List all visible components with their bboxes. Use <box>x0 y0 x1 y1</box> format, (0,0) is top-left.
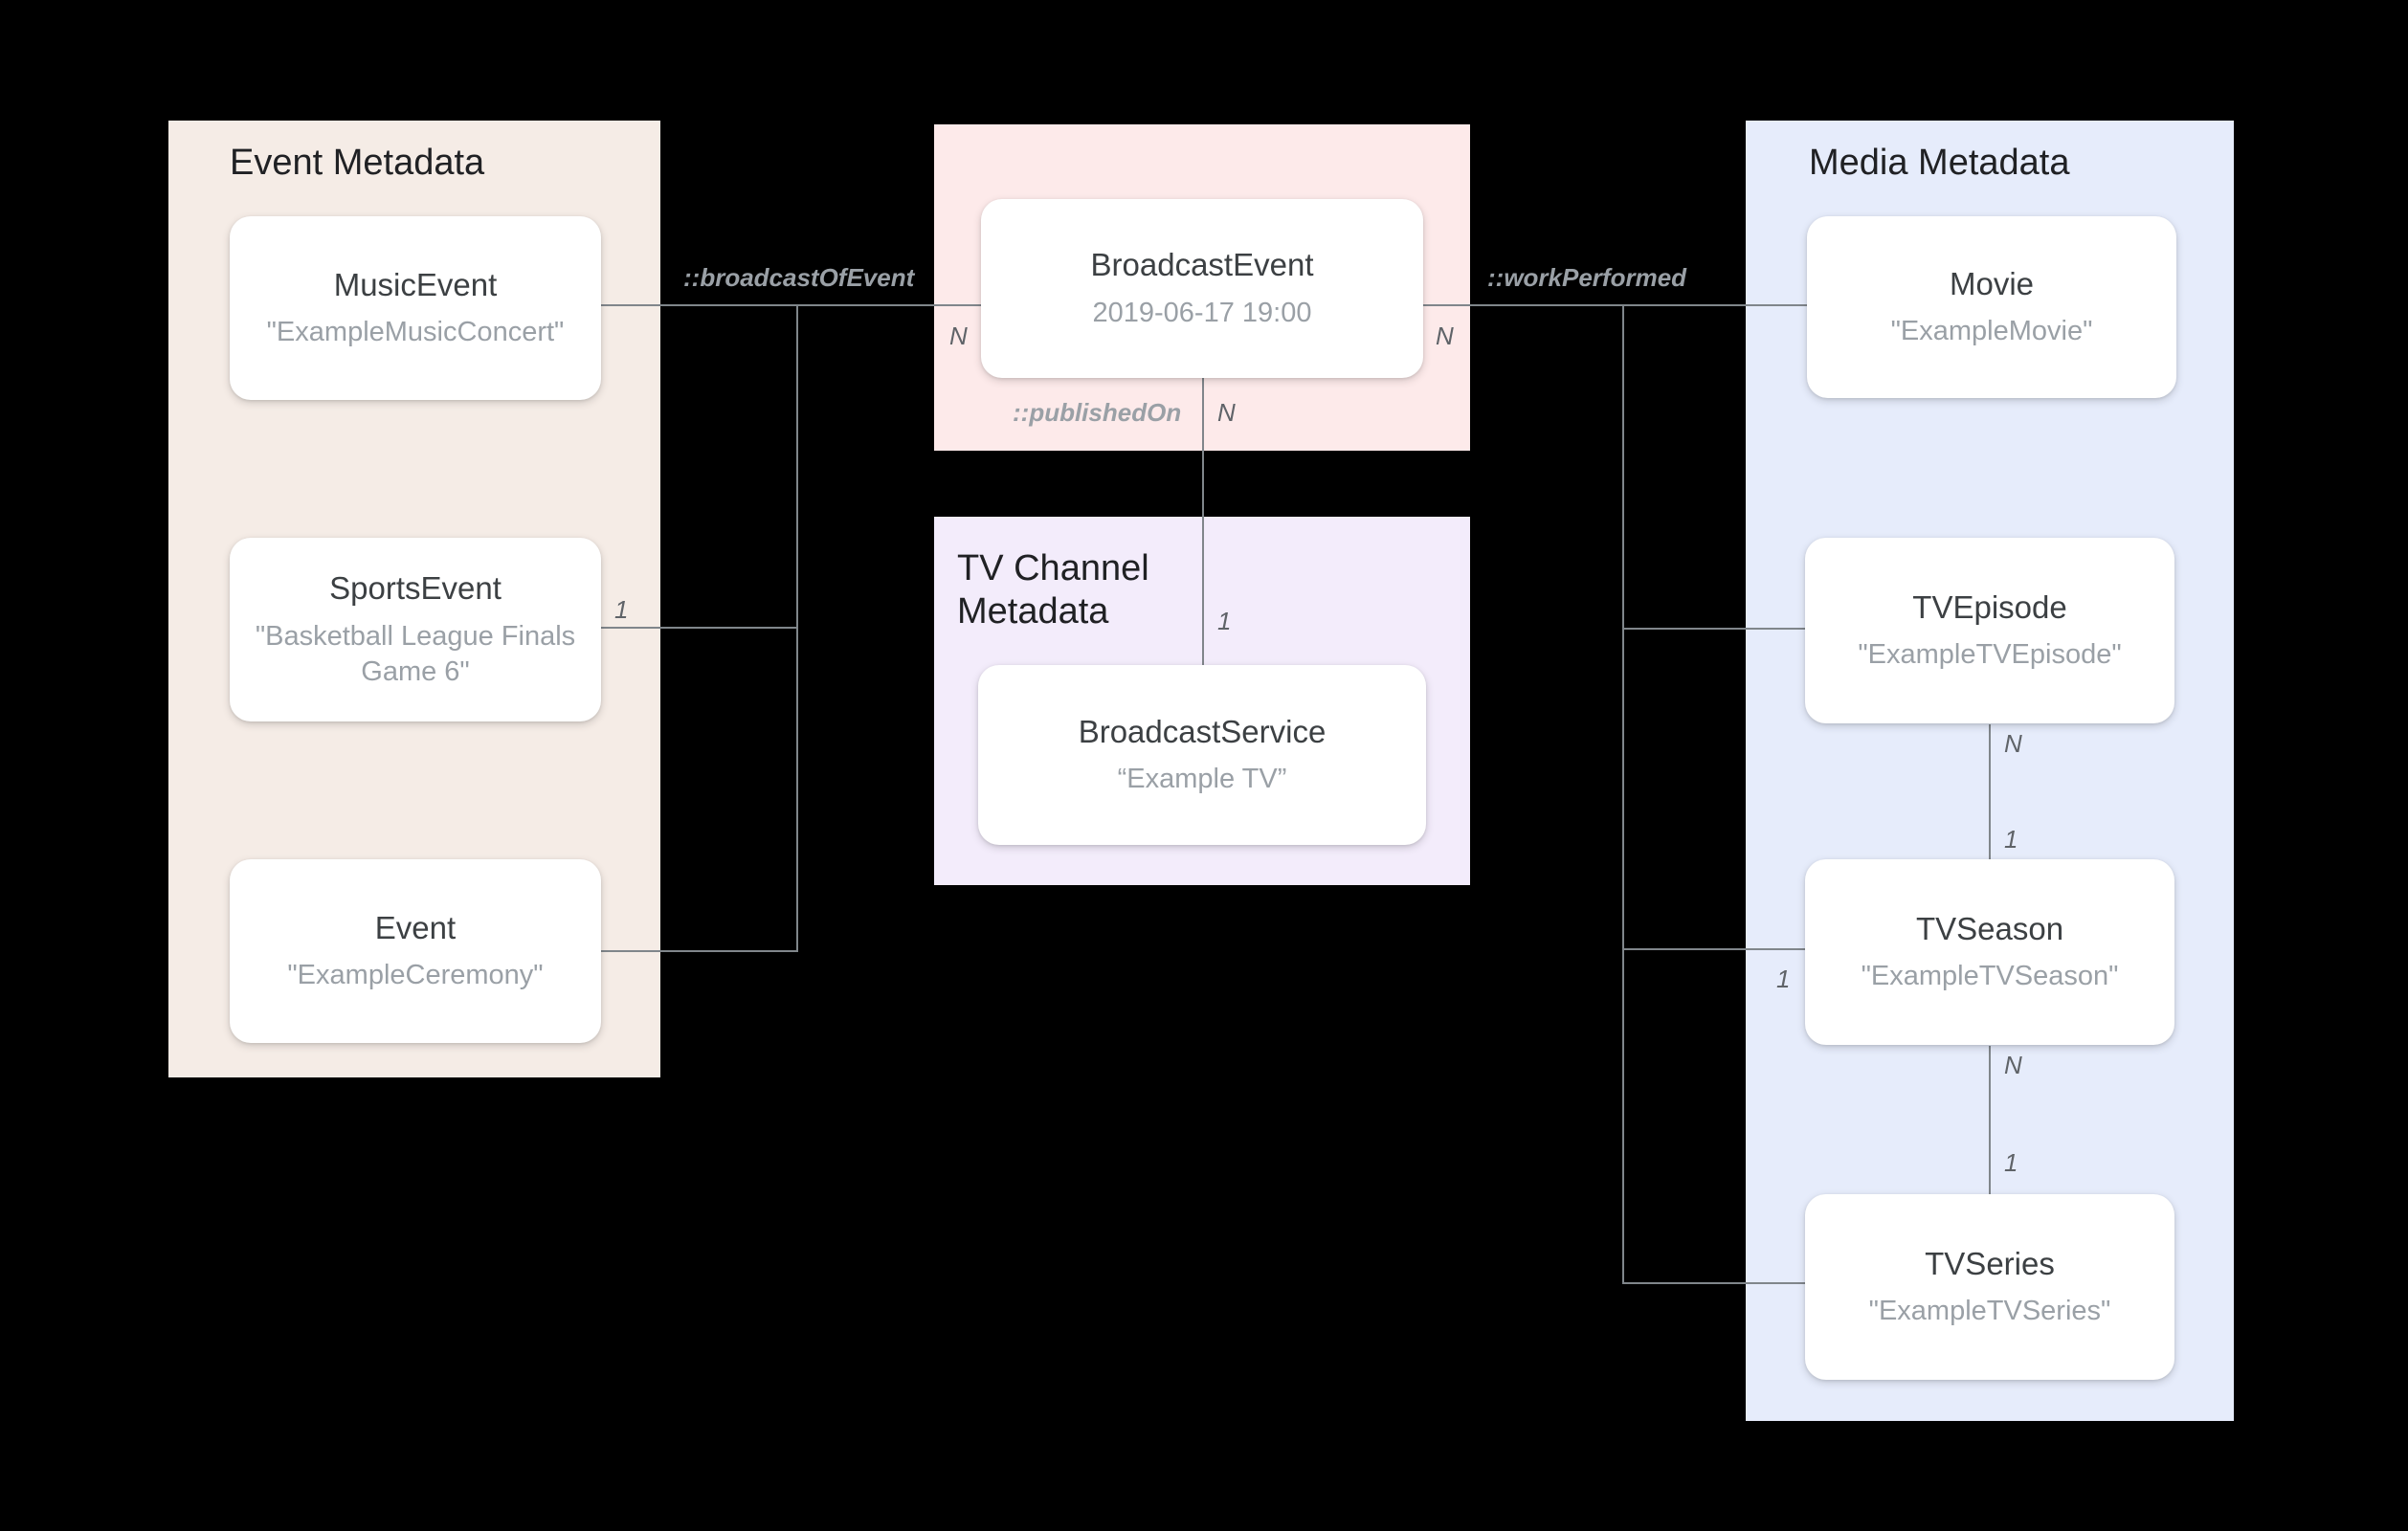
cardinality-series-one: 1 <box>2004 1148 2018 1177</box>
node-tv-series-title: TVSeries <box>1925 1245 2055 1281</box>
edge-sports-event-to-trunk <box>601 627 798 629</box>
group-title-event-metadata: Event Metadata <box>230 143 485 183</box>
cardinality-broadcast-service-one: 1 <box>1217 607 1232 635</box>
edge-media-trunk <box>1622 304 1624 1282</box>
node-event-title: Event <box>374 909 457 945</box>
node-broadcast-event-title: BroadcastEvent <box>1090 247 1314 283</box>
edge-season-to-series <box>1989 1046 1991 1209</box>
relation-label-broadcast-of-event: ::broadcastOfEvent <box>683 263 915 292</box>
edge-trunk-to-broadcast-event <box>796 304 984 306</box>
edge-event-to-trunk <box>601 950 798 952</box>
cardinality-published-on-n: N <box>1217 398 1236 427</box>
node-sports-event[interactable]: SportsEvent "Basketball League Finals Ga… <box>230 538 601 721</box>
node-music-event-title: MusicEvent <box>333 266 498 302</box>
node-tv-episode-subtitle: "ExampleTVEpisode" <box>1858 639 2122 671</box>
node-event[interactable]: Event "ExampleCeremony" <box>230 859 601 1043</box>
node-broadcast-service-title: BroadcastService <box>1078 713 1327 749</box>
node-tv-season-title: TVSeason <box>1915 910 2064 946</box>
cardinality-season-one-left: 1 <box>1776 965 1791 993</box>
cardinality-broadcast-event-right-n: N <box>1436 322 1454 350</box>
edge-trunk-to-tv-series <box>1622 1282 1809 1284</box>
group-title-tv-channel-metadata: TV Channel Metadata <box>957 548 1149 632</box>
node-movie-title: Movie <box>1949 265 2035 301</box>
node-sports-event-title: SportsEvent <box>329 570 502 607</box>
node-tv-series[interactable]: TVSeries "ExampleTVSeries" <box>1805 1194 2174 1380</box>
cardinality-sports-event-one: 1 <box>614 595 629 624</box>
edge-episode-to-season <box>1989 724 1991 906</box>
node-music-event[interactable]: MusicEvent "ExampleMusicConcert" <box>230 216 601 400</box>
node-music-event-subtitle: "ExampleMusicConcert" <box>266 317 565 348</box>
node-tv-season-subtitle: "ExampleTVSeason" <box>1861 961 2119 992</box>
cardinality-episode-n: N <box>2004 729 2022 758</box>
node-broadcast-event[interactable]: BroadcastEvent 2019-06-17 19:00 <box>981 199 1423 378</box>
node-broadcast-service[interactable]: BroadcastService “Example TV” <box>978 665 1426 845</box>
relation-label-published-on: ::publishedOn <box>1013 398 1182 427</box>
node-tv-episode[interactable]: TVEpisode "ExampleTVEpisode" <box>1805 538 2174 723</box>
edge-published-on <box>1202 378 1204 665</box>
node-broadcast-event-subtitle: 2019-06-17 19:00 <box>1092 297 1312 328</box>
edge-trunk-to-movie <box>1622 304 1809 306</box>
node-movie-subtitle: "ExampleMovie" <box>1890 316 2093 347</box>
node-tv-season[interactable]: TVSeason "ExampleTVSeason" <box>1805 859 2174 1045</box>
edge-broadcast-event-to-media-trunk <box>1423 304 1624 306</box>
node-movie[interactable]: Movie "ExampleMovie" <box>1807 216 2176 398</box>
node-broadcast-service-subtitle: “Example TV” <box>1117 764 1287 795</box>
edge-music-event-to-trunk <box>601 304 798 306</box>
edge-trunk-to-tv-episode <box>1622 628 1809 630</box>
node-tv-episode-title: TVEpisode <box>1912 588 2067 625</box>
node-sports-event-subtitle: "Basketball League Finals Game 6" <box>255 620 576 687</box>
node-event-subtitle: "ExampleCeremony" <box>287 960 544 991</box>
group-title-media-metadata: Media Metadata <box>1809 143 2070 183</box>
node-tv-series-subtitle: "ExampleTVSeries" <box>1868 1296 2111 1327</box>
relation-label-work-performed: ::workPerformed <box>1487 263 1687 292</box>
edge-trunk-to-tv-season <box>1622 948 1809 950</box>
cardinality-season-n: N <box>2004 1051 2022 1079</box>
cardinality-season-one-from-episode: 1 <box>2004 825 2018 854</box>
cardinality-broadcast-event-left-n: N <box>949 322 968 350</box>
